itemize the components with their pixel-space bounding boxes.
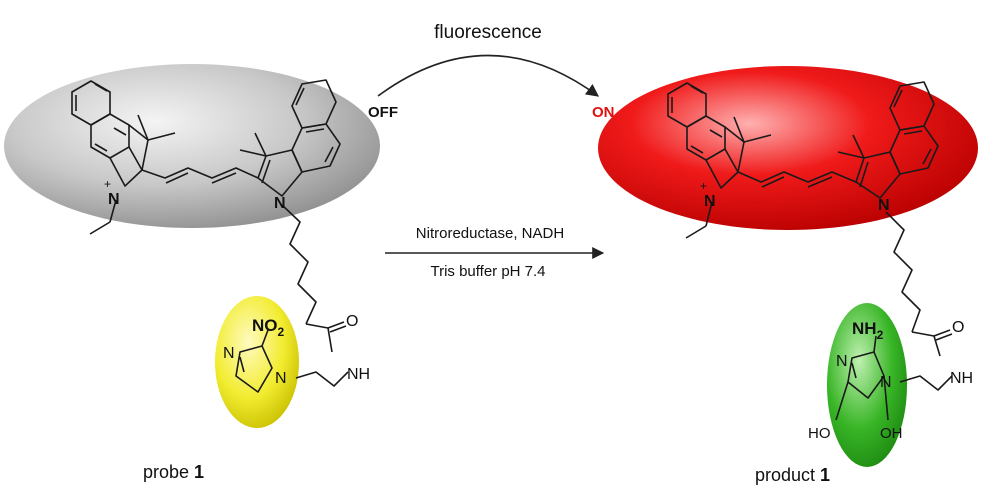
product-charge: + (700, 179, 707, 193)
product-amide-nh: NH (950, 370, 973, 387)
product-name: product 1 (755, 465, 830, 485)
probe-grey-ellipse (4, 64, 380, 228)
probe-nitro: NO2 (252, 316, 285, 339)
probe-nitro-main: NO (252, 316, 278, 335)
product-molecule (667, 81, 953, 421)
nitro-yellow-ellipse (215, 296, 299, 428)
on-label: ON (592, 104, 615, 121)
probe-name-number: 1 (194, 462, 204, 482)
probe-nitro-sub: 2 (278, 325, 285, 339)
fluorescence-label: fluorescence (434, 22, 542, 43)
off-label: OFF (368, 104, 398, 121)
condition-enzyme: Nitroreductase, NADH (416, 225, 564, 242)
product-n-right: N (878, 197, 890, 214)
probe-ring-n2: N (275, 370, 287, 387)
product-hydroxyl-left: HO (808, 425, 831, 442)
product-amine: NH2 (852, 319, 884, 342)
probe-molecule (71, 79, 349, 393)
product-amide-o: O (952, 319, 964, 336)
condition-buffer: Tris buffer pH 7.4 (430, 263, 545, 280)
product-ring-n1: N (836, 353, 848, 370)
probe-amide-nh: NH (347, 366, 370, 383)
probe-ring-n1: N (223, 345, 235, 362)
product-n-plus: N (704, 193, 716, 210)
probe-name: probe 1 (143, 462, 204, 482)
fluorescence-arrow (377, 54, 600, 97)
probe-n-plus: N (108, 191, 120, 208)
product-amine-main: NH (852, 319, 877, 338)
product-hydroxyl-right: OH (880, 425, 903, 442)
product-name-number: 1 (820, 465, 830, 485)
probe-charge: + (104, 177, 111, 191)
product-name-prefix: product (755, 465, 820, 485)
product-red-ellipse (598, 66, 978, 230)
amine-green-ellipse (827, 303, 907, 467)
probe-n-right: N (274, 195, 286, 212)
probe-name-prefix: probe (143, 462, 194, 482)
product-ring-n2: N (880, 374, 892, 391)
probe-amide-o: O (346, 313, 358, 330)
product-amine-sub: 2 (877, 328, 884, 342)
